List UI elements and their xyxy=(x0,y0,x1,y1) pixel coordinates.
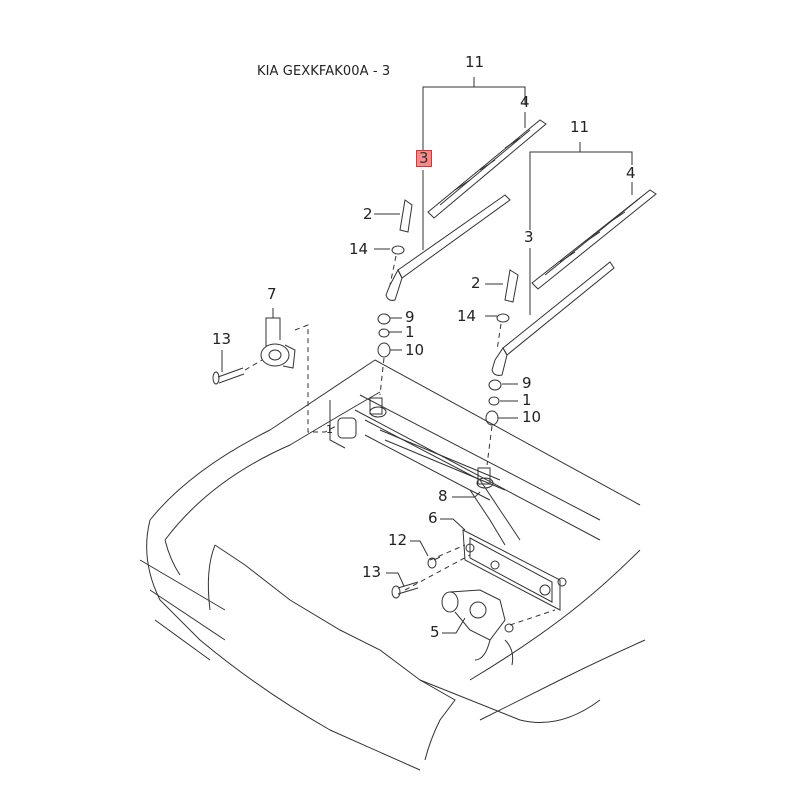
callout-left-blade-4[interactable]: 4 xyxy=(520,93,530,111)
left-wiper-blade xyxy=(427,119,547,219)
callout-left-nut-14[interactable]: 14 xyxy=(349,240,369,258)
left-wiper-arm xyxy=(385,194,511,301)
callout-lower-screw-13[interactable]: 13 xyxy=(362,563,382,581)
callout-cowl-screw-13[interactable]: 13 xyxy=(212,330,232,348)
page-title: KIA GEXKFAK00A - 3 xyxy=(257,64,391,79)
callout-left-washer-1[interactable]: 1 xyxy=(405,323,415,341)
lower-fasteners xyxy=(391,556,441,599)
callout-left-pivot-nut-10[interactable]: 10 xyxy=(405,341,425,359)
callout-left-cap-2[interactable]: 2 xyxy=(363,205,373,223)
right-small-parts xyxy=(485,269,519,466)
callout-cowl-bracket-1[interactable]: 1 xyxy=(326,423,333,436)
callout-right-assembly-11[interactable]: 11 xyxy=(570,118,590,136)
wiper-motor xyxy=(441,589,514,666)
grommet-assembly xyxy=(212,324,339,433)
callout-grommet-7[interactable]: 7 xyxy=(267,285,277,303)
callout-right-bushing-9[interactable]: 9 xyxy=(522,374,532,392)
callout-bolt-12[interactable]: 12 xyxy=(388,531,408,549)
callout-right-washer-1[interactable]: 1 xyxy=(522,391,532,409)
wiper-linkage xyxy=(364,397,521,546)
motor-bracket xyxy=(404,529,567,626)
callout-motor-5[interactable]: 5 xyxy=(430,623,440,641)
callout-link-8[interactable]: 8 xyxy=(438,487,448,505)
callout-bracket-6[interactable]: 6 xyxy=(428,509,438,527)
callout-right-arm-3[interactable]: 3 xyxy=(524,228,534,246)
cowl-bracket xyxy=(329,400,357,449)
callout-left-bushing-9[interactable]: 9 xyxy=(405,308,415,326)
callout-right-blade-4[interactable]: 4 xyxy=(626,164,636,182)
callout-right-pivot-nut-10[interactable]: 10 xyxy=(522,408,542,426)
callout-right-nut-14[interactable]: 14 xyxy=(457,307,477,325)
right-wiper-arm xyxy=(491,261,615,376)
leader-lines xyxy=(221,77,633,634)
left-small-parts xyxy=(377,199,413,396)
right-wiper-blade xyxy=(531,189,657,290)
callout-left-arm-3-highlighted[interactable]: 3 xyxy=(416,150,432,167)
hood-outline xyxy=(139,359,646,771)
callout-right-cap-2[interactable]: 2 xyxy=(471,274,481,292)
callout-left-assembly-11[interactable]: 11 xyxy=(465,53,485,71)
